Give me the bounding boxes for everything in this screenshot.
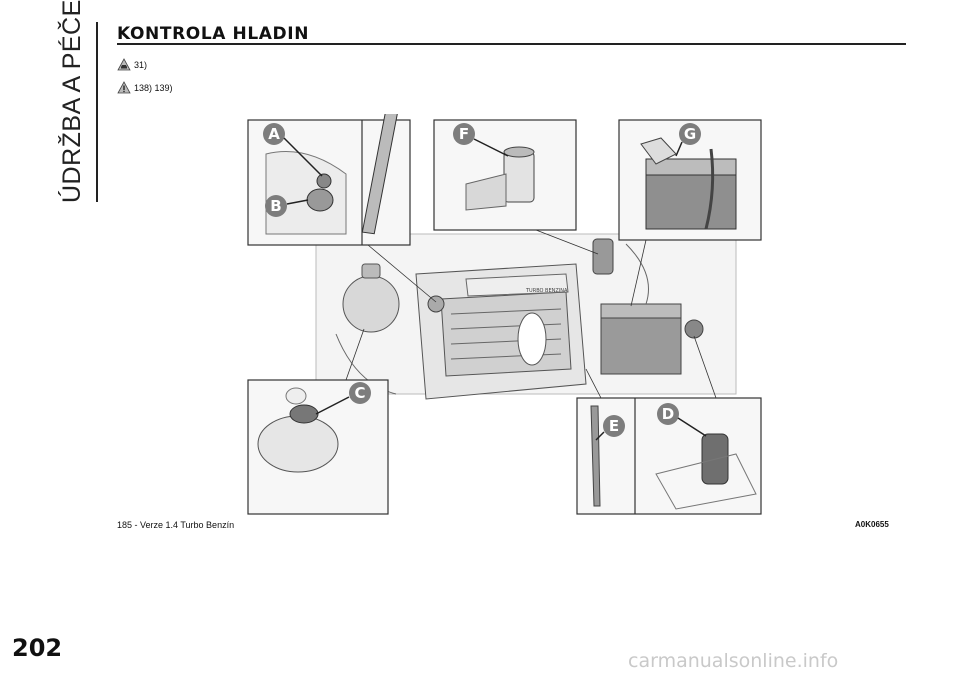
reference-row-2: 138) 139) <box>117 81 173 94</box>
callout-e-label: E <box>609 417 619 435</box>
car-warning-icon <box>117 58 131 71</box>
engine-cover-text: TURBO BENZINA <box>525 288 568 294</box>
callout-g-label: G <box>684 125 696 143</box>
callout-a-marker <box>263 123 285 145</box>
figure-code: A0K0655 <box>855 520 889 529</box>
heading-divider <box>117 43 906 45</box>
section-divider <box>96 22 98 202</box>
reference-text-2: 138) 139) <box>134 82 173 93</box>
inset-brake-fluid: F <box>433 119 577 231</box>
callout-f-label: F <box>459 125 469 143</box>
reference-row-1: 31) <box>117 58 147 71</box>
callout-e-marker <box>603 415 625 437</box>
callout-c-marker <box>349 382 371 404</box>
callout-g-marker <box>679 123 701 145</box>
callout-d-marker <box>657 403 679 425</box>
section-title-text: ÚDRŽBA A PÉČE <box>58 0 86 203</box>
leader-lines <box>345 229 717 399</box>
engine-bay-figure: TURBO BENZINA A B F G <box>247 114 762 515</box>
callout-a-label: A <box>268 125 280 143</box>
warning-triangle-icon <box>117 81 131 94</box>
inset-washer-fluid: E D <box>576 397 762 515</box>
inset-oil-cap: A B <box>247 114 411 246</box>
engine-drawing: TURBO BENZINA <box>315 233 737 400</box>
callout-c-label: C <box>354 384 365 402</box>
inset-battery: G <box>618 119 762 241</box>
figure-caption: 185 - Verze 1.4 Turbo Benzín <box>117 520 235 530</box>
callout-d-label: D <box>662 405 674 423</box>
page-heading: KONTROLA HLADIN <box>117 24 310 44</box>
reference-text-1: 31) <box>134 59 148 70</box>
watermark: carmanualsonline.info <box>628 650 839 672</box>
page-number: 202 <box>12 634 63 662</box>
callout-f-marker <box>453 123 475 145</box>
callout-b-marker <box>265 195 287 217</box>
section-title: ÚDRŽBA A PÉČE <box>58 0 90 203</box>
inset-coolant: C <box>247 379 389 515</box>
callout-b-label: B <box>270 197 281 215</box>
